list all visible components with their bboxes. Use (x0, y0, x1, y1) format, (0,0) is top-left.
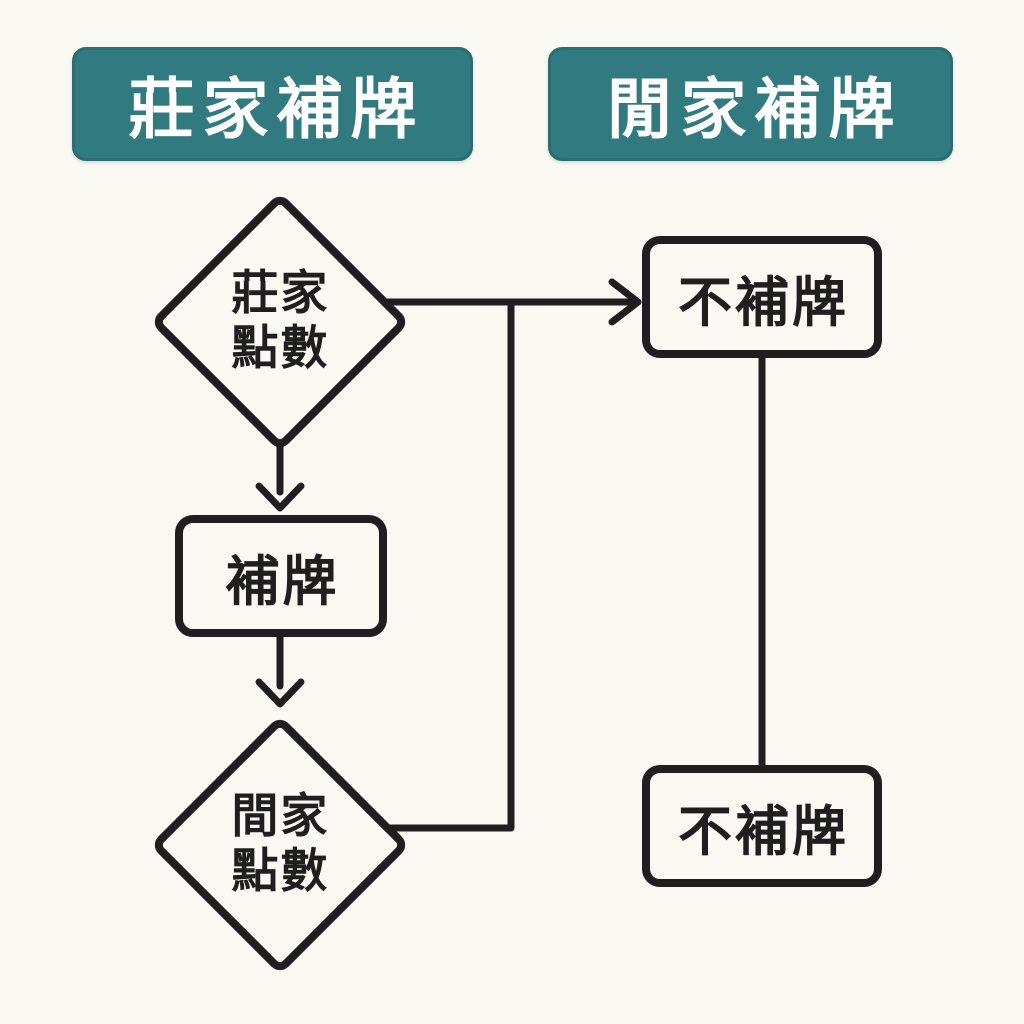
banker-points-label: 莊家 點數 (231, 266, 329, 376)
banker-draw-header-label: 莊家補牌 (128, 71, 425, 148)
no-draw-top-label: 不補牌 (678, 270, 849, 334)
draw-card-box: 補牌 (175, 515, 387, 637)
player-draw-header-label: 閒家補牌 (606, 71, 903, 148)
connector-branch-to-player-points (386, 298, 515, 832)
arrowhead-right-icon (608, 278, 642, 326)
player-points-label: 間家 點數 (231, 789, 329, 899)
draw-card-label: 補牌 (225, 549, 340, 613)
no-draw-top-box: 不補牌 (642, 236, 882, 358)
arrowhead-down-icon (255, 678, 305, 708)
no-draw-bottom-label: 不補牌 (678, 799, 849, 863)
banker-draw-header: 莊家補牌 (72, 47, 473, 161)
no-draw-bottom-box: 不補牌 (642, 765, 882, 887)
arrowhead-down-icon (255, 482, 305, 512)
player-draw-header: 閒家補牌 (548, 47, 953, 161)
